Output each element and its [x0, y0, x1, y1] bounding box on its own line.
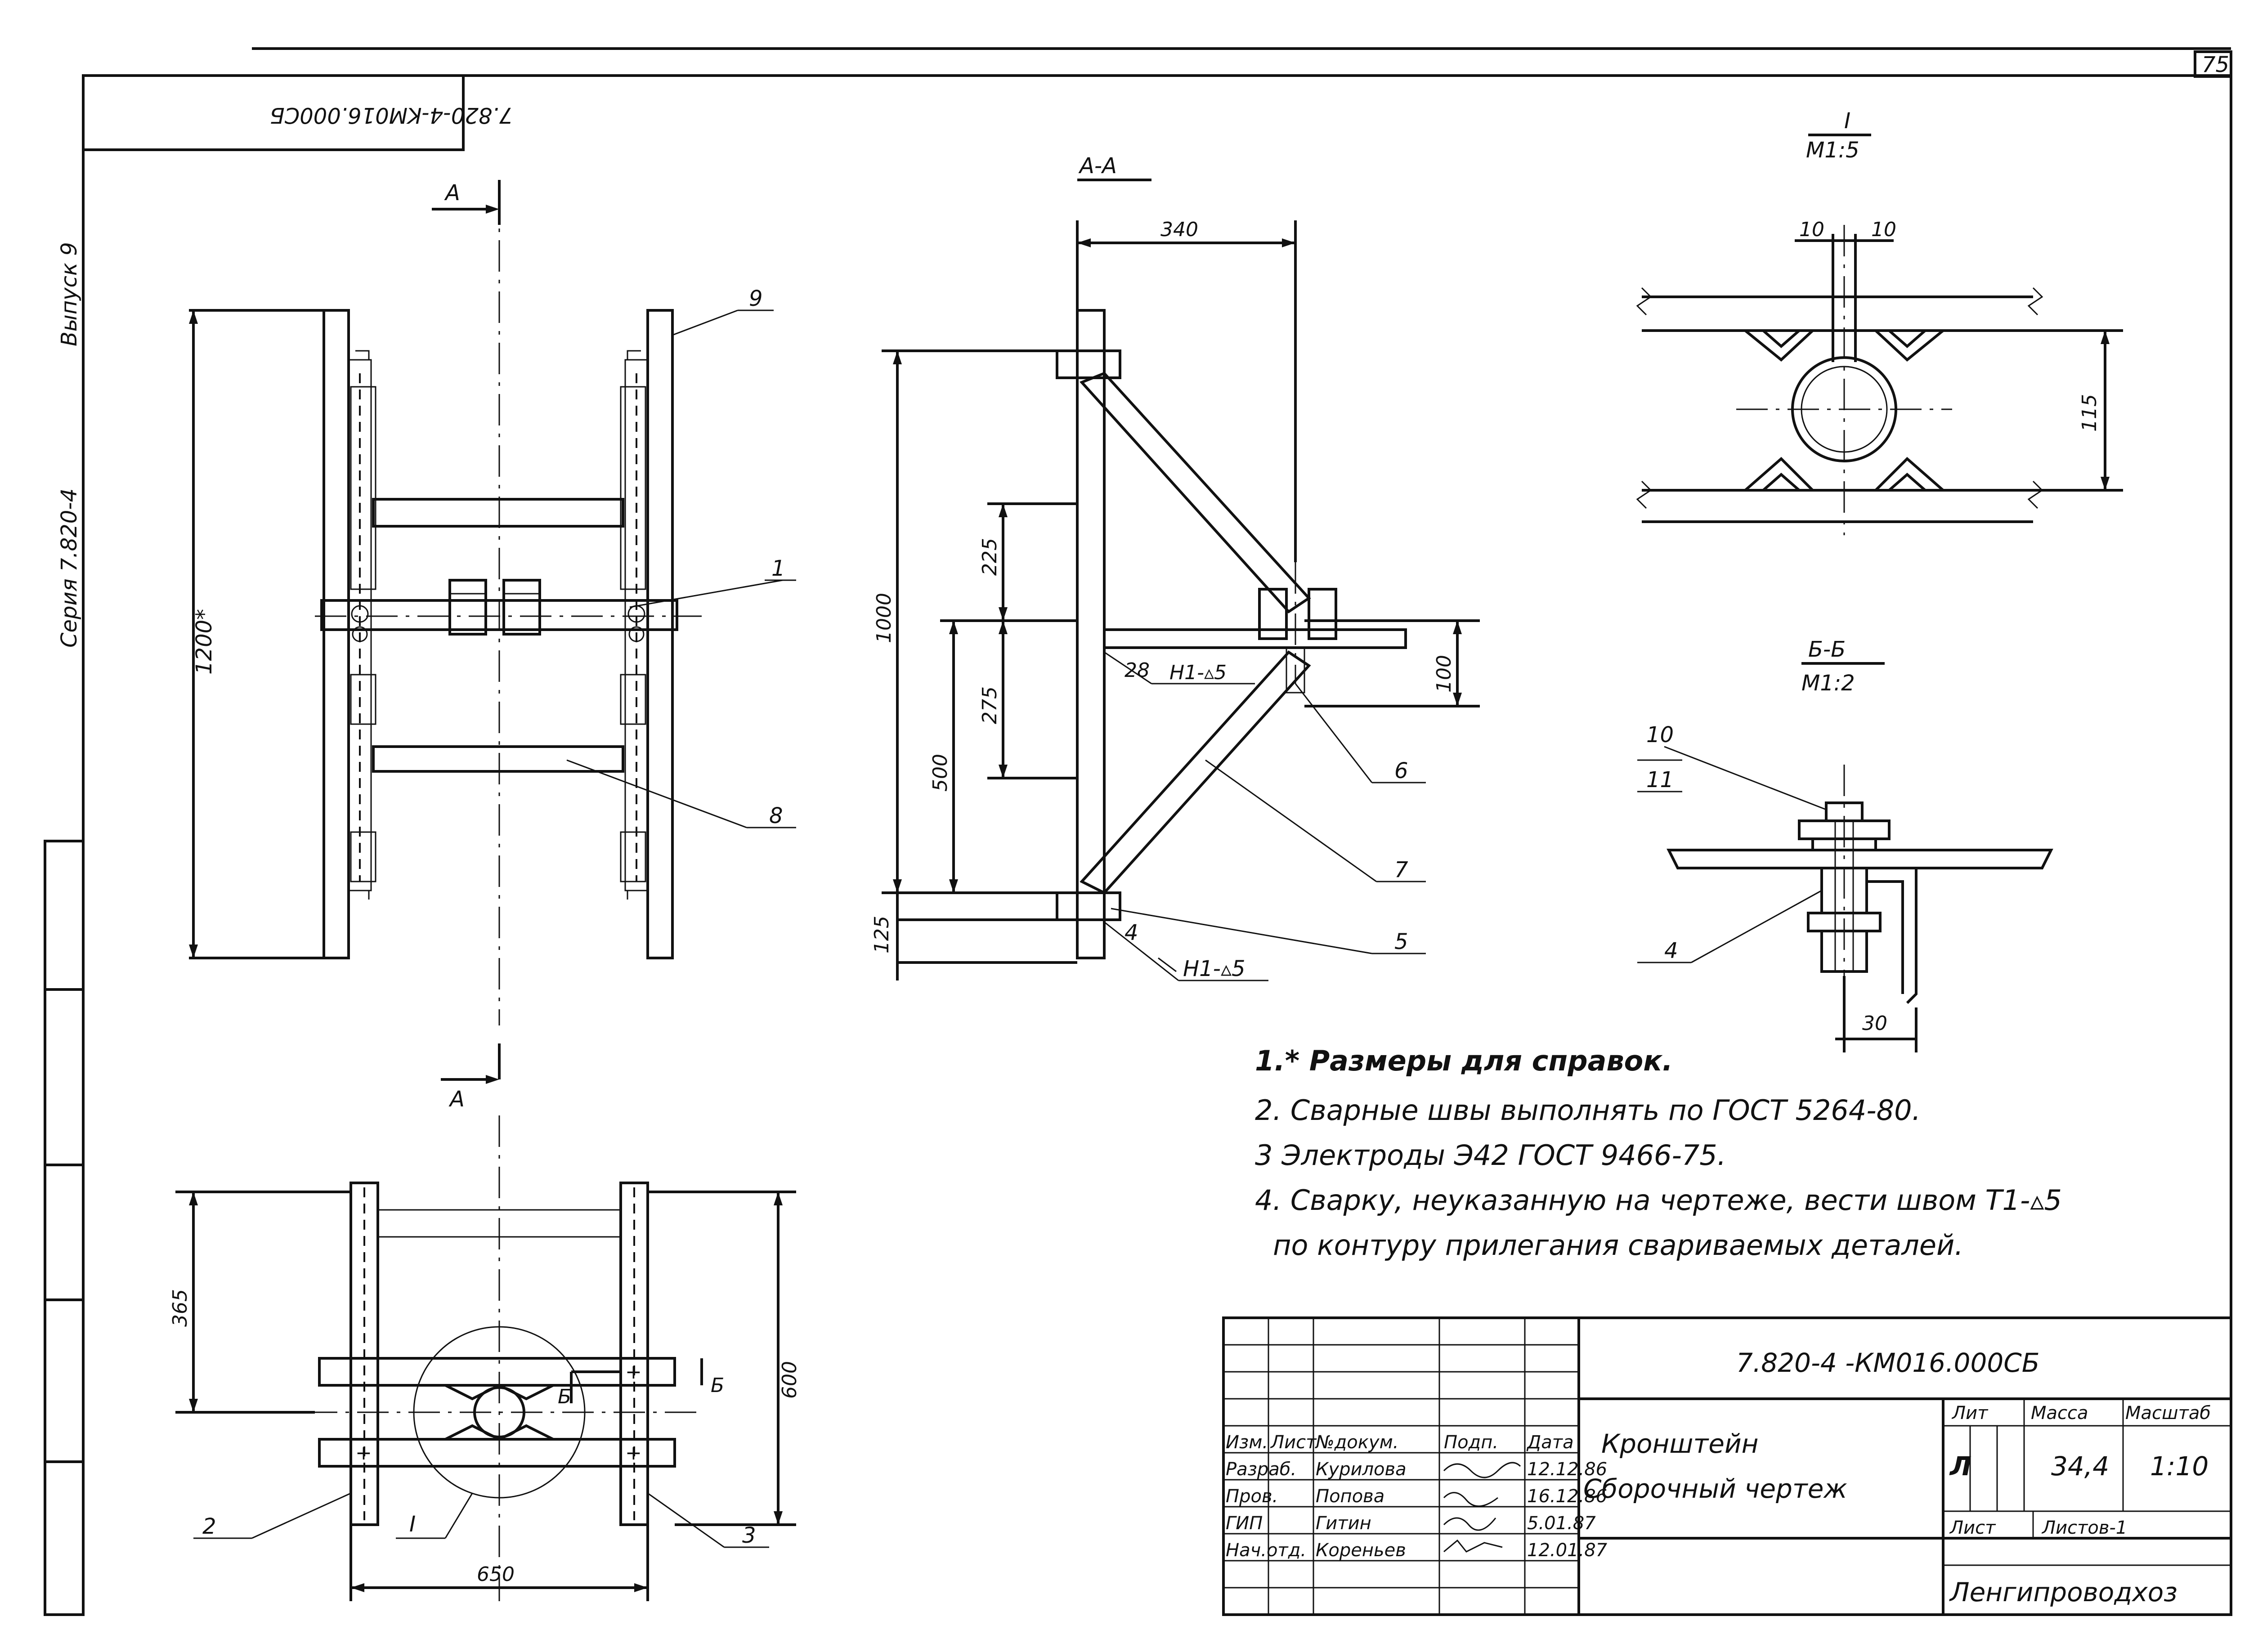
- cross-mark-1: +: [625, 1361, 642, 1383]
- signature-3: [1443, 1517, 1496, 1531]
- tb-lit-header: Лит: [1951, 1403, 1989, 1424]
- tb-h-date: Дата: [1526, 1432, 1574, 1453]
- callout-4-bb: 4: [1664, 938, 1678, 963]
- dim-aa-275: 275: [978, 686, 1001, 724]
- tb-name-4: Кореньев: [1316, 1540, 1406, 1561]
- dim-bb-30: 30: [1862, 1012, 1887, 1035]
- note-2: 2. Сварные швы выполнять по ГОСТ 5264-80…: [1255, 1094, 1921, 1127]
- tb-role-2: Пров.: [1226, 1486, 1278, 1507]
- callout-2: 2: [202, 1514, 216, 1539]
- dim-aa-width: 340: [1160, 218, 1198, 241]
- tb-scale-header: Масштаб: [2125, 1403, 2211, 1424]
- dim-front-height: 1200*: [192, 609, 217, 675]
- signature-1: [1443, 1462, 1521, 1478]
- dim-detail-10a: 10: [1799, 218, 1824, 241]
- weld-h1-upper: Н1-▵5: [1169, 661, 1227, 684]
- callout-4-aa: 4: [1124, 920, 1138, 945]
- tb-name-2: Попова: [1316, 1486, 1384, 1507]
- callout-7: 7: [1394, 857, 1408, 882]
- callout-11: 11: [1646, 767, 1674, 792]
- dim-plan-365: 365: [169, 1289, 192, 1327]
- tb-h-list: Лист: [1270, 1432, 1317, 1453]
- note-4: 4. Сварку, неуказанную на чертеже, вести…: [1255, 1184, 2062, 1217]
- detail-i-scale: М1:5: [1806, 138, 1859, 163]
- tb-date-2: 16.12.86: [1527, 1486, 1607, 1507]
- tb-h-doc: №докум.: [1315, 1432, 1398, 1453]
- cross-mark-3: +: [625, 1442, 642, 1464]
- tb-name-1: Курилова: [1316, 1459, 1407, 1480]
- tb-date-4: 12.01.87: [1527, 1540, 1608, 1561]
- signature-4: [1443, 1539, 1503, 1553]
- section-aa-title: А-А: [1078, 153, 1117, 179]
- tb-lit-value: Л: [1949, 1451, 1971, 1482]
- signature-2: [1443, 1492, 1498, 1507]
- tb-organization: Ленгипроводхоз: [1949, 1577, 2177, 1607]
- cut-marker-b-left: Б: [558, 1385, 571, 1408]
- dim-plan-600: 600: [778, 1361, 801, 1399]
- dim-aa-100: 100: [1433, 655, 1456, 693]
- tb-mass-header: Масса: [2031, 1403, 2088, 1424]
- tb-date-1: 12.12.86: [1527, 1459, 1607, 1480]
- page-number: 75: [2202, 52, 2229, 77]
- tb-role-4: Нач.отд.: [1226, 1540, 1306, 1561]
- tb-scale-value: 1:10: [2150, 1451, 2209, 1482]
- dim-detail-115: 115: [2078, 394, 2101, 432]
- note-5: по контуру прилегания свариваемых детале…: [1273, 1229, 1963, 1262]
- tb-h-izm: Изм.: [1226, 1432, 1268, 1453]
- tb-title-1: Кронштейн: [1601, 1428, 1759, 1459]
- section-bb-title: Б-Б: [1808, 637, 1846, 662]
- tb-role-1: Разраб.: [1226, 1459, 1296, 1480]
- note-1: 1.* Размеры для справок.: [1255, 1044, 1673, 1077]
- callout-i: I: [409, 1512, 416, 1537]
- tb-sheets-label: Листов-1: [2041, 1518, 2127, 1538]
- notes-block: 1.* Размеры для справок. 2. Сварные швы …: [1255, 1044, 2062, 1262]
- tb-title-2: Сборочный чертеж: [1583, 1473, 1847, 1504]
- callout-3: 3: [742, 1523, 756, 1548]
- issue-label: Выпуск 9: [57, 242, 82, 346]
- detail-i: I М1:5 10 10 115: [1636, 108, 2123, 535]
- callout-5: 5: [1394, 929, 1408, 954]
- dim-aa-height: 1000: [873, 593, 896, 643]
- detail-i-label: I: [1844, 108, 1850, 134]
- section-bb-scale: М1:2: [1801, 671, 1855, 696]
- callout-8: 8: [769, 803, 783, 828]
- tb-h-sign: Подп.: [1444, 1432, 1498, 1453]
- callout-9: 9: [749, 286, 763, 311]
- sheet-frame: 75 7.820-4-KM016.000CБ Серия 7.820-4 Вып…: [44, 47, 2232, 1616]
- cross-mark-2: +: [355, 1442, 372, 1464]
- tb-doc-code: 7.820-4 -КМ016.000СБ: [1736, 1348, 2040, 1378]
- callout-1: 1: [771, 556, 785, 581]
- dim-aa-225: 225: [978, 538, 1001, 576]
- callout-6: 6: [1394, 758, 1408, 783]
- tb-name-3: Гитин: [1316, 1513, 1371, 1534]
- section-aa: А-А 340 1000: [870, 153, 1480, 981]
- rotated-code: 7.820-4-KM016.000CБ: [270, 103, 513, 128]
- tb-date-3: 5.01.87: [1527, 1513, 1596, 1534]
- weld-h1-lower: Н1-▵5: [1183, 956, 1245, 981]
- callout-10: 10: [1646, 722, 1674, 748]
- weld-28: 28: [1124, 659, 1150, 682]
- cut-marker-top: А: [444, 180, 460, 206]
- dim-plan-650: 650: [477, 1563, 515, 1586]
- section-bb: Б-Б М1:2 10 11 4 30: [1637, 637, 2053, 1052]
- note-3: 3 Электроды Э42 ГОСТ 9466-75.: [1255, 1139, 1726, 1172]
- cut-marker-bottom: А: [448, 1087, 465, 1112]
- tb-mass-value: 34,4: [2051, 1451, 2109, 1482]
- dim-detail-10b: 10: [1871, 218, 1896, 241]
- series-label: Серия 7.820-4: [57, 488, 82, 648]
- dim-aa-125: 125: [870, 916, 893, 954]
- plan-view: А Б Б + + + 365 600: [169, 1043, 801, 1601]
- dim-aa-500: 500: [929, 754, 952, 792]
- tb-sheet-label: Лист: [1949, 1518, 1996, 1538]
- cut-marker-b-right: Б: [711, 1374, 724, 1397]
- tb-role-3: ГИП: [1226, 1513, 1263, 1534]
- title-block: Изм. Лист №докум. Подп. Дата Разраб. Кур…: [1222, 1316, 2232, 1616]
- front-view: А 1200*: [189, 180, 796, 1025]
